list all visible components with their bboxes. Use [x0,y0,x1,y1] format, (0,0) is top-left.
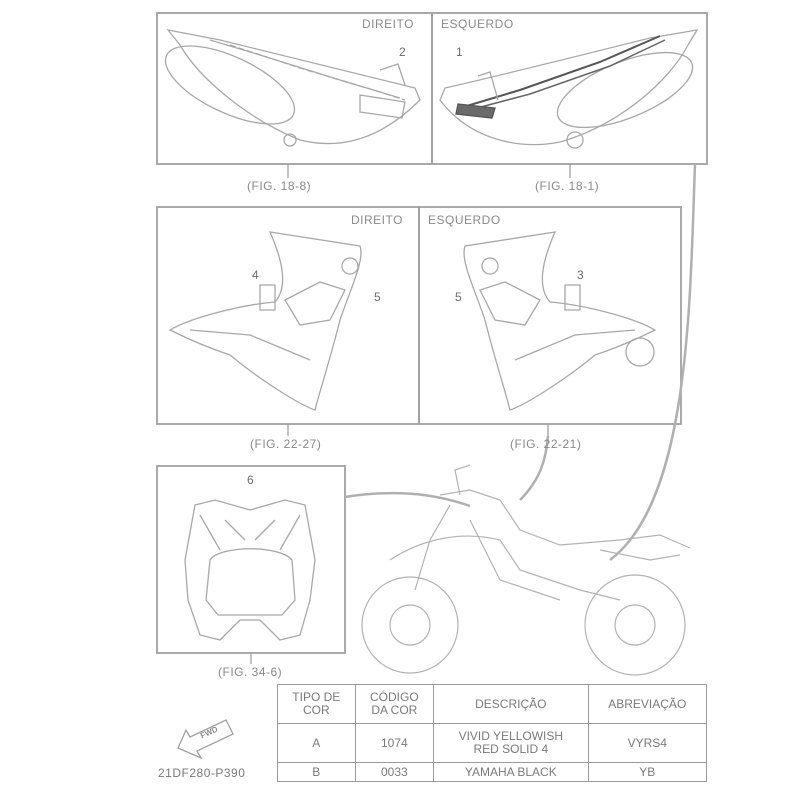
side-label-mid-left: DIREITO [351,213,403,227]
cell-abbr: YB [587,762,708,782]
figure-ref-22-21: (FIG. 22-21) [510,437,582,451]
panel-mid-left [156,206,420,425]
cell-type: B [277,762,356,782]
side-label-mid-right: ESQUERDO [428,213,501,227]
part-number-5-left: 5 [455,290,462,304]
part-number-4: 4 [252,268,259,282]
figure-ref-22-27: (FIG. 22-27) [250,437,322,451]
panel-mid-right [418,206,682,425]
leader-line-right [609,163,697,561]
figure-ref-34-6: (FIG. 34-6) [218,665,283,679]
part-number-2: 2 [399,45,406,59]
leader-line-mid [519,435,550,501]
part-number-3: 3 [577,268,584,282]
header-descricao: DESCRIÇÃO [433,684,589,724]
fwd-arrow-icon [177,719,234,760]
part-number-5-right: 5 [374,290,381,304]
header-abreviacao: ABREVIAÇÃO [587,684,708,724]
part-number-6: 6 [247,473,254,487]
figure-ref-18-1: (FIG. 18-1) [535,179,600,193]
cell-code: 1074 [354,723,435,763]
cell-abbr: VYRS4 [587,723,708,763]
leader-line-bottom [344,491,471,508]
side-label-top-right: ESQUERDO [441,17,514,31]
side-cover-left [439,29,699,149]
part-number-1: 1 [456,45,463,59]
cell-code: 0033 [354,762,435,782]
shroud-right [168,231,362,411]
shroud-left [463,231,657,411]
drawing-code: 21DF280-P390 [158,766,246,780]
side-cover-right [164,29,421,147]
motorcycle-illustration [361,464,691,676]
cell-type: A [277,723,356,763]
figure-ref-18-8: (FIG. 18-8) [247,179,312,193]
headlight-cowl [184,499,316,641]
table-row: B 0033 YAMAHA BLACK YB [277,762,708,782]
cell-description: YAMAHA BLACK [433,762,589,782]
side-label-top-left: DIREITO [362,17,414,31]
